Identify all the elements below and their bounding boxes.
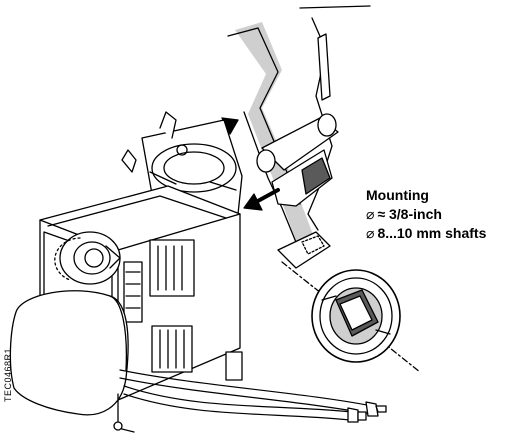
mounting-mm-text: 8...10 mm shafts	[377, 225, 487, 241]
mounting-callout: Mounting ⌀≈ 3/8-inch ⌀8...10 mm shafts	[366, 186, 486, 243]
mounting-inch-spec: ⌀≈ 3/8-inch	[366, 205, 486, 224]
mounting-mm-spec: ⌀8...10 mm shafts	[366, 224, 486, 243]
mounting-bracket	[227, 0, 371, 253]
mounting-title: Mounting	[366, 187, 429, 203]
shaft-clamp	[256, 33, 339, 207]
detail-view	[277, 231, 421, 373]
diameter-symbol: ⌀	[366, 206, 375, 222]
diameter-symbol: ⌀	[366, 225, 375, 241]
terminal-cover	[9, 290, 135, 433]
reference-code: TEC0468R1	[3, 347, 13, 402]
mounting-inch-text: ≈ 3/8-inch	[377, 206, 442, 222]
cables	[119, 369, 387, 423]
